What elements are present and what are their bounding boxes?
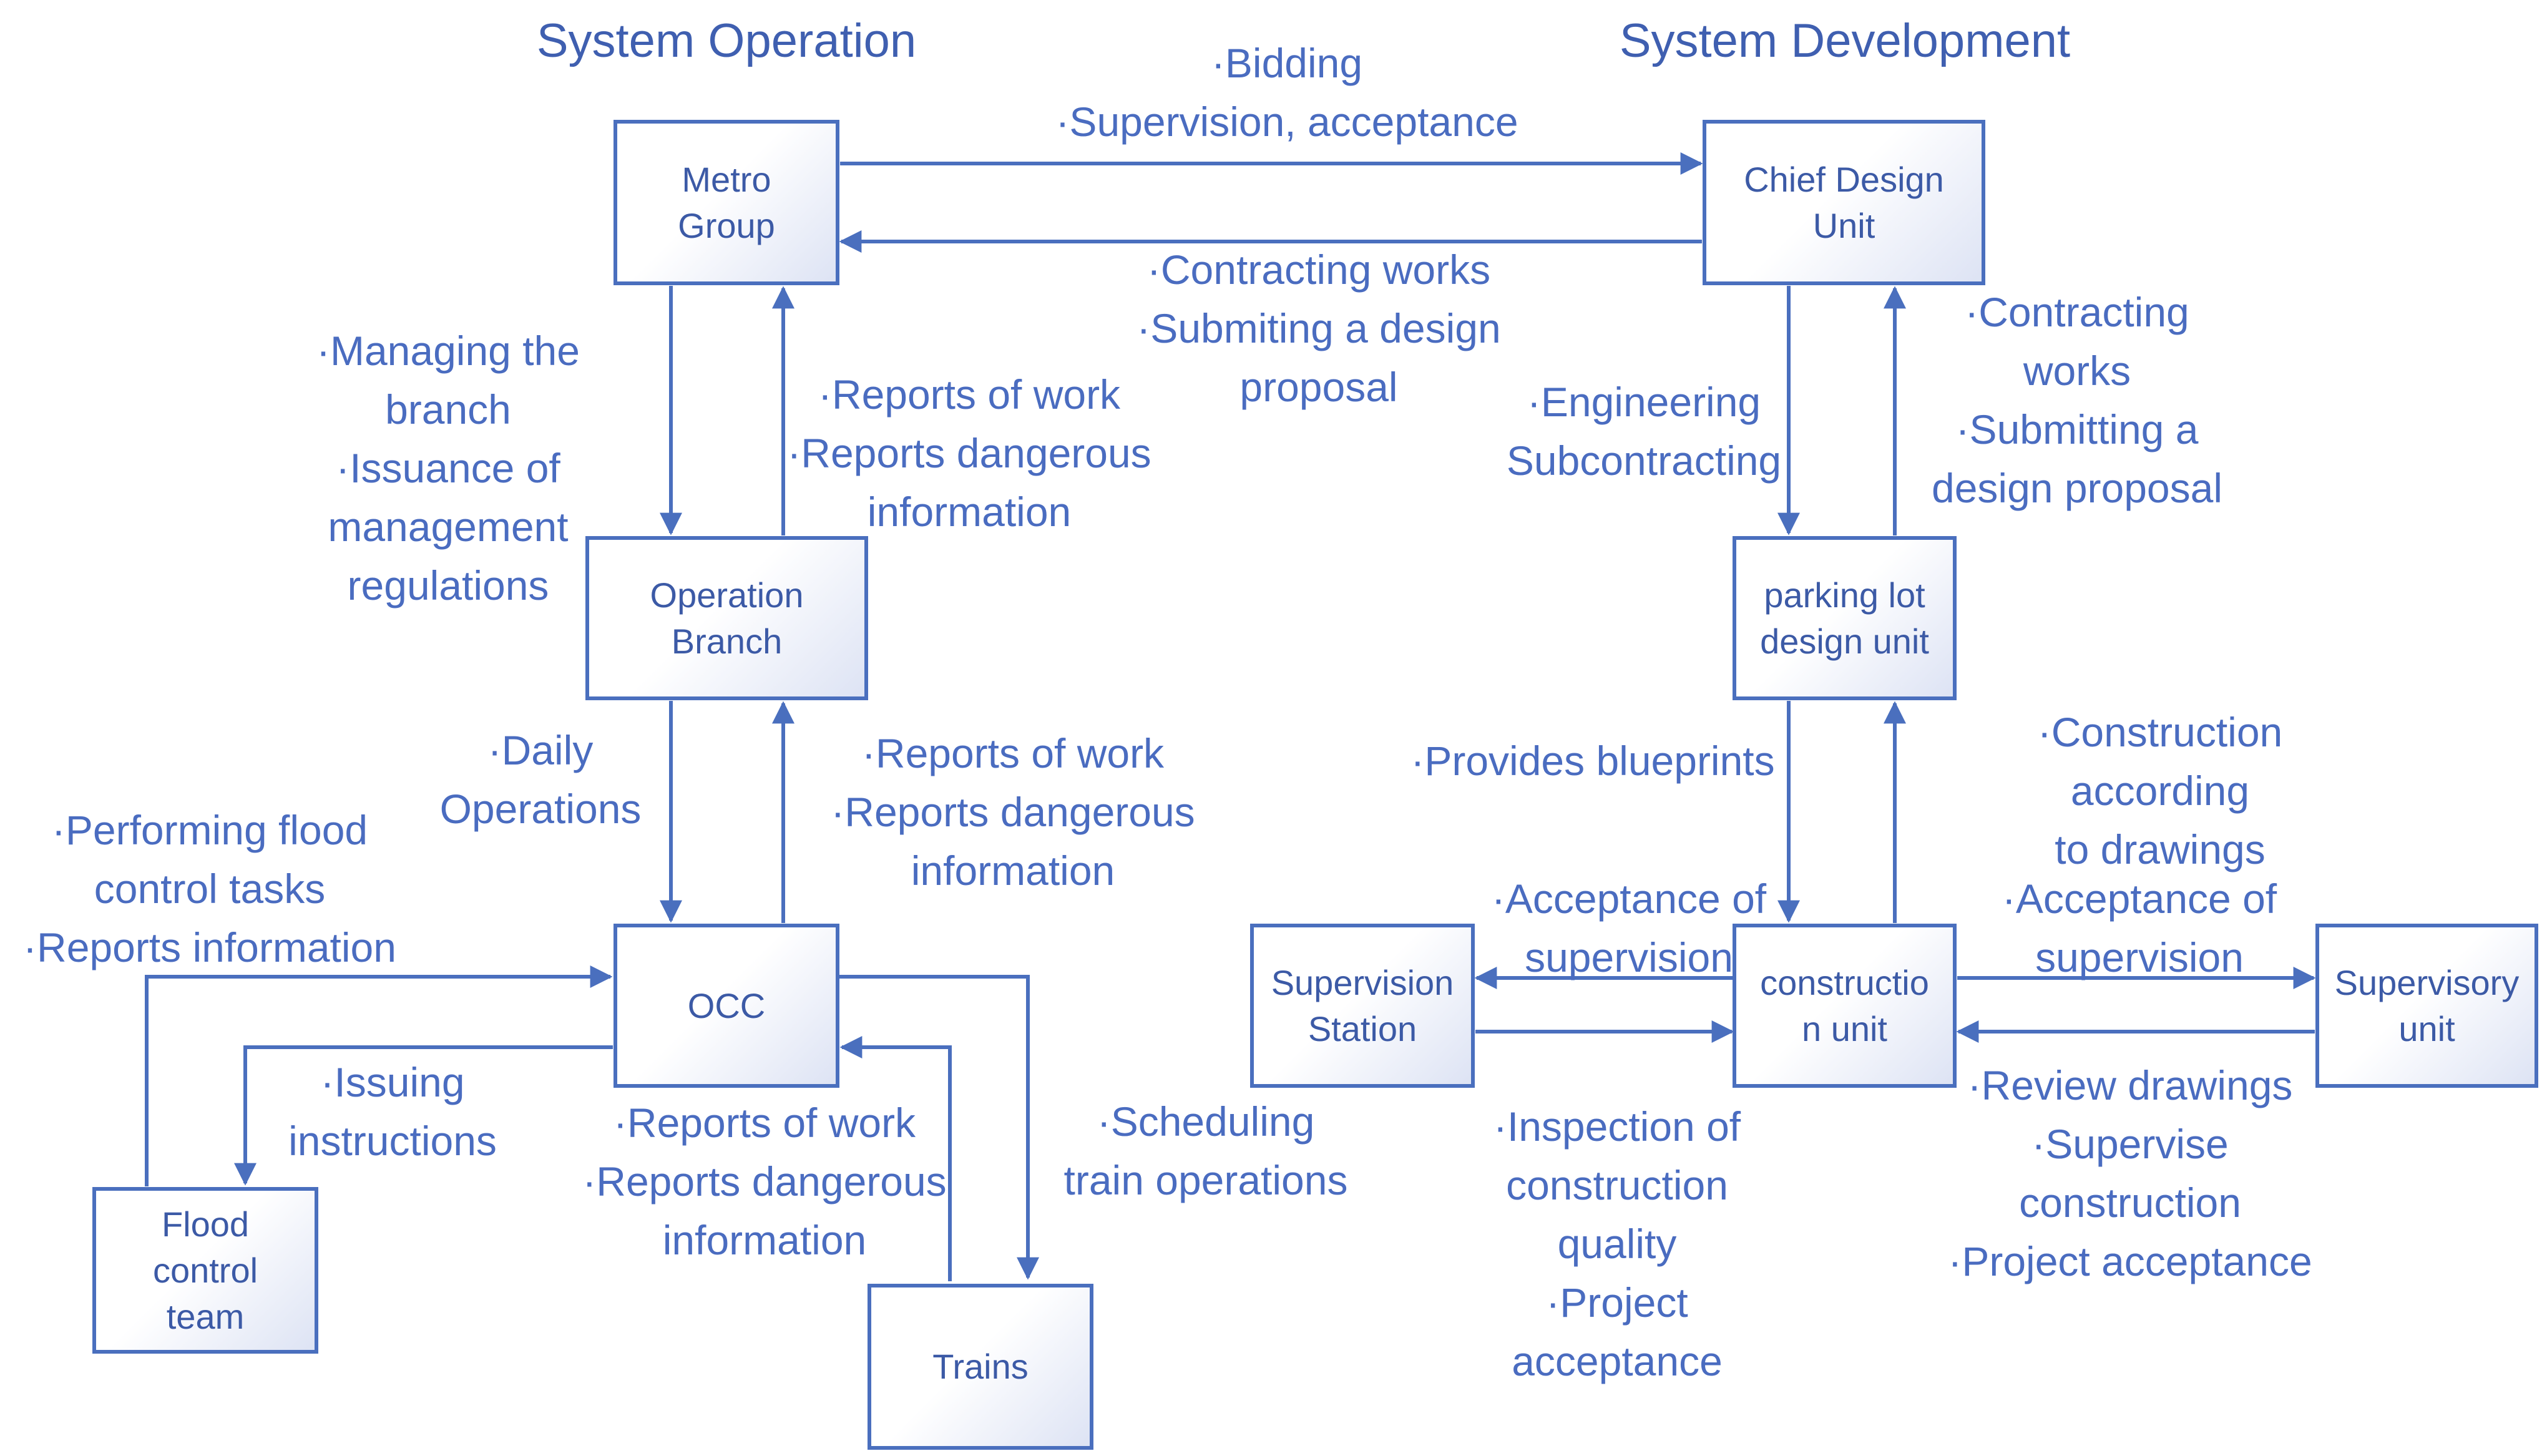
label-managing-branch: ·Managing the branch ·Issuance of manage… [316,328,580,608]
label-provides-blueprints: ·Provides blueprints [1410,738,1775,784]
label-review: ·Review drawings ·Supervise construction… [1948,1062,2312,1284]
supervision-station-label: Supervision Station [1271,962,1454,1048]
label-contracting-works-right: ·Contracting works ·Submitting a design … [1932,289,2222,511]
label-issuing-instructions: ·Issuing instructions [288,1059,497,1164]
construction-unit-label: constructio n unit [1760,962,1929,1048]
heading-system-operation: System Operation [536,14,917,67]
metro-group-label: Metro Group [678,159,775,245]
operation-branch-label: Operation Branch [650,575,804,661]
arrow-occ-to-flood [234,1045,613,1186]
label-reports-trains: ·Reports of work ·Reports dangerous info… [582,1100,947,1263]
occ-box: OCC [614,924,839,1088]
label-flood-tasks: ·Performing flood control tasks ·Reports… [23,807,396,970]
flood-control-team-label: Flood control team [152,1204,258,1336]
operation-branch-box: Operation Branch [585,536,868,700]
label-contracting-works-top: ·Contracting works ·Submiting a design p… [1137,247,1501,410]
parking-lot-design-unit-label: parking lot design unit [1760,575,1929,661]
arrow-flood-to-occ [145,965,613,1186]
trains-box: Trains [868,1284,1093,1450]
chief-design-unit-box: Chief Design Unit [1703,120,1985,285]
flood-control-team-box: Flood control team [92,1187,318,1354]
supervision-station-box: Supervision Station [1250,924,1475,1088]
label-acceptance-right: ·Acceptance of supervision [2002,876,2277,980]
label-scheduling: ·Scheduling train operations [1063,1098,1348,1203]
metro-group-box: Metro Group [614,120,839,285]
label-bidding-supervision: ·Bidding ·Supervision, acceptance [1055,40,1518,145]
label-inspection: ·Inspection of construction quality ·Pro… [1493,1103,1741,1384]
chief-design-unit-label: Chief Design Unit [1744,159,1944,245]
label-construction-drawings: ·Construction according to drawings [2037,709,2283,872]
arrow-occ-to-trains [839,975,1039,1280]
heading-system-development: System Development [1619,14,2071,67]
label-reports-occ-up: ·Reports of work ·Reports dangerous info… [831,730,1195,894]
label-acceptance-left: ·Acceptance of supervision [1491,876,1767,980]
label-engineering-subcontracting: ·Engineering Subcontracting [1506,379,1782,484]
construction-unit-box: constructio n unit [1733,924,1957,1088]
trains-label: Trains [932,1347,1029,1386]
parking-lot-design-unit-box: parking lot design unit [1733,536,1957,700]
supervisory-unit-label: Supervisory unit [2334,962,2520,1048]
label-reports-branch-up: ·Reports of work ·Reports dangerous info… [787,371,1151,535]
supervisory-unit-box: Supervisory unit [2315,924,2538,1088]
label-daily-operations: ·Daily Operations [439,727,642,832]
arrow-trains-to-occ [839,1036,952,1281]
occ-label: OCC [687,985,766,1025]
